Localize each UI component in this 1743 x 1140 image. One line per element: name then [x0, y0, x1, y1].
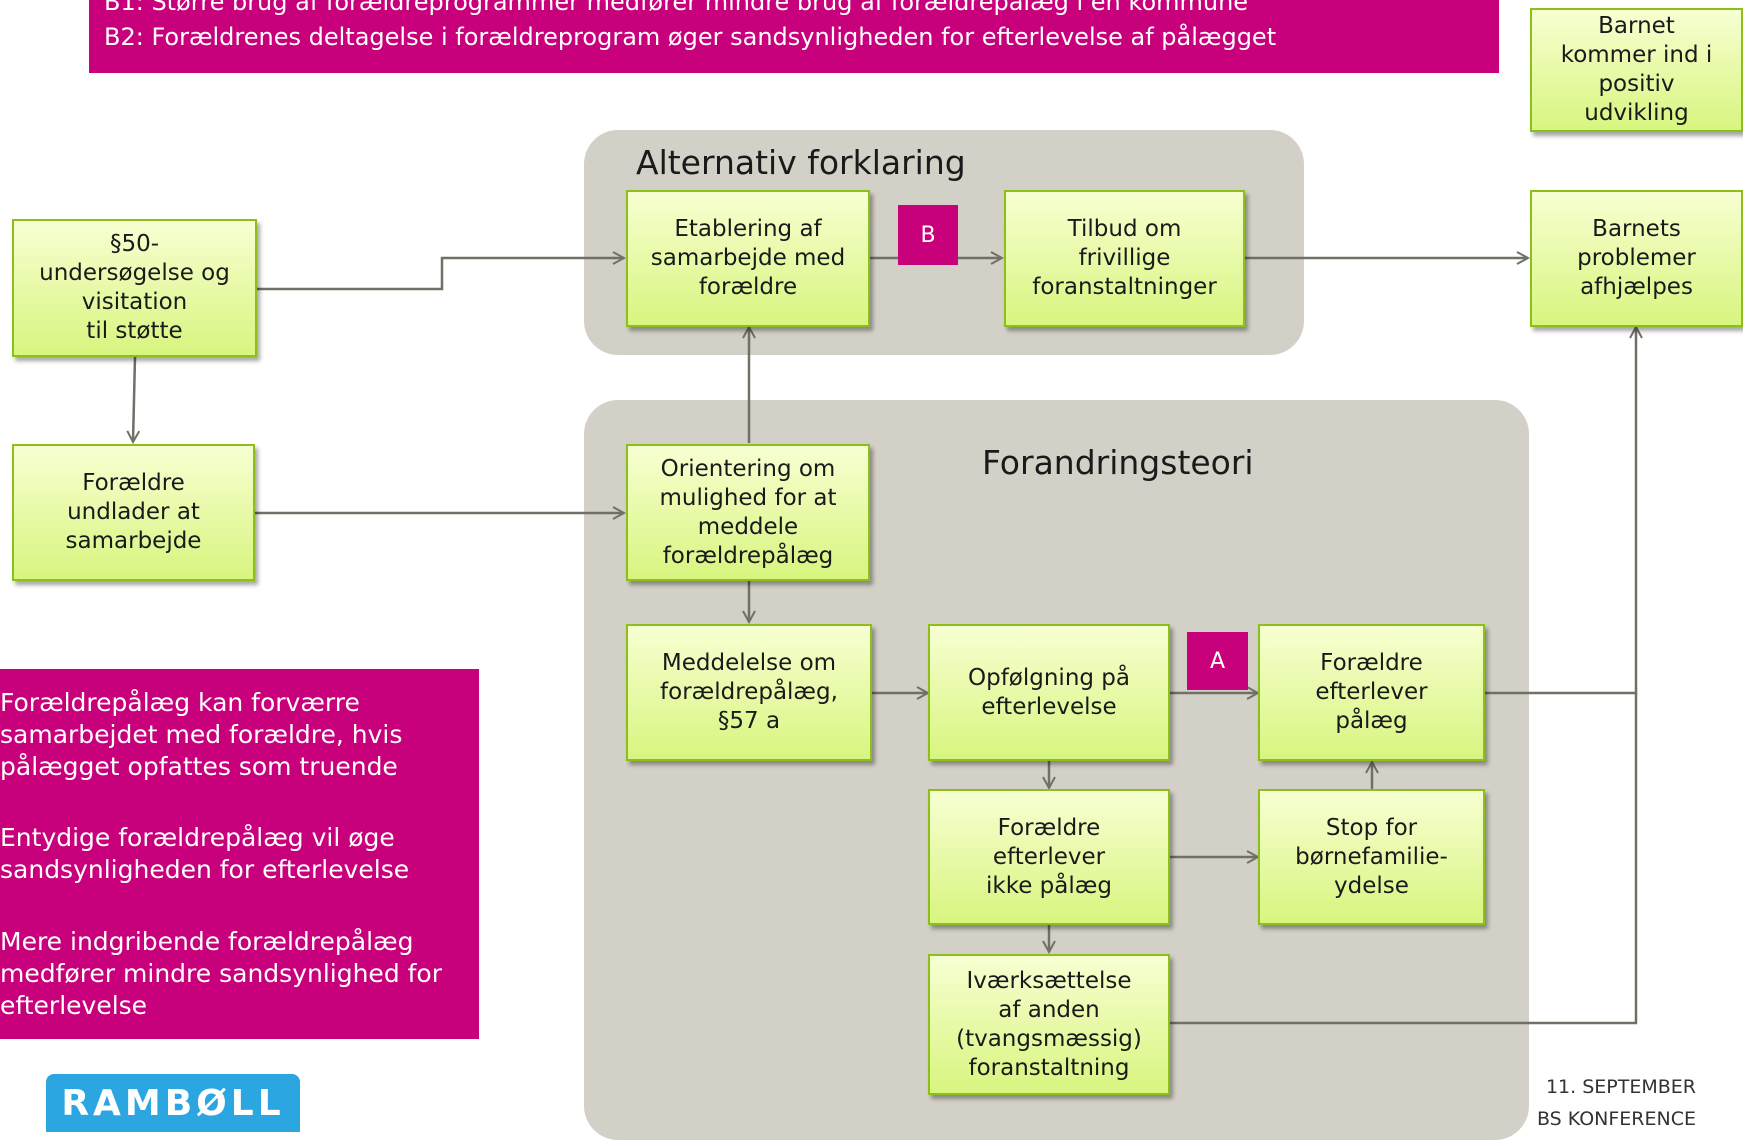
box-undersoegelse: §50- undersøgelse og visitation til støt…: [12, 219, 257, 357]
hypothesis-a1: Forældrepålæg kan forværre samarbejdet m…: [0, 688, 403, 781]
box-ivaerksaettelse: Iværksættelse af anden (tvangsmæssig) fo…: [928, 954, 1170, 1095]
hypothesis-banner-b: B1: Større brug af forældreprogrammer me…: [89, 0, 1499, 73]
arrow-undersoegelse-etablering: [256, 258, 624, 291]
box-foraeldre-efterlever: Forældre efterlever pålæg: [1258, 624, 1485, 761]
hypothesis-b1: B1: Større brug af forældreprogrammer me…: [104, 0, 1249, 16]
hypothesis-a2: Entydige forældrepålæg vil øge sandsynli…: [0, 823, 410, 884]
box-etablering-samarbejde: Etablering af samarbejde med forældre: [626, 190, 870, 327]
box-barnets-problemer: Barnets problemer afhjælpes: [1530, 190, 1743, 327]
arrow-undersoegelse-undlader: [133, 356, 135, 442]
box-tilbud-frivillige: Tilbud om frivillige foranstaltninger: [1004, 190, 1245, 327]
box-stop-boernefamilieydelse: Stop for børnefamilie- ydelse: [1258, 789, 1485, 925]
hypothesis-a3: Mere indgribende forældrepålæg medfører …: [0, 927, 443, 1020]
box-opfoelgning: Opfølgning på efterlevelse: [928, 624, 1170, 761]
alternative-explanation-title: Alternativ forklaring: [636, 143, 966, 182]
box-meddelelse: Meddelelse om forældrepålæg, §57 a: [626, 624, 872, 761]
hypothesis-tag-a: A: [1187, 632, 1248, 690]
hypothesis-b2: B2: Forældrenes deltagelse i forældrepro…: [104, 23, 1277, 51]
hypothesis-box-a: Forældrepålæg kan forværre samarbejdet m…: [0, 669, 479, 1039]
box-foraeldre-efterlever-ikke: Forældre efterlever ikke pålæg: [928, 789, 1170, 925]
theory-of-change-title: Forandringsteori: [982, 443, 1254, 482]
footer-date: 11. SEPTEMBER: [1545, 1076, 1696, 1098]
footer-event: BS KONFERENCE: [1536, 1108, 1696, 1130]
arrow-efterlever-afhjaelpes: [1485, 327, 1636, 695]
hypothesis-tag-b: B: [898, 205, 958, 265]
box-foraeldre-undlader: Forældre undlader at samarbejde: [12, 444, 255, 581]
box-positiv-udvikling: Barnet kommer ind i positiv udvikling: [1530, 8, 1743, 132]
arrow-ivaerksaettelse-afhjaelpes: [1170, 693, 1638, 1025]
box-orientering: Orientering om mulighed for at meddele f…: [626, 444, 870, 581]
ramboll-logo: RAMBØLL: [46, 1074, 300, 1132]
